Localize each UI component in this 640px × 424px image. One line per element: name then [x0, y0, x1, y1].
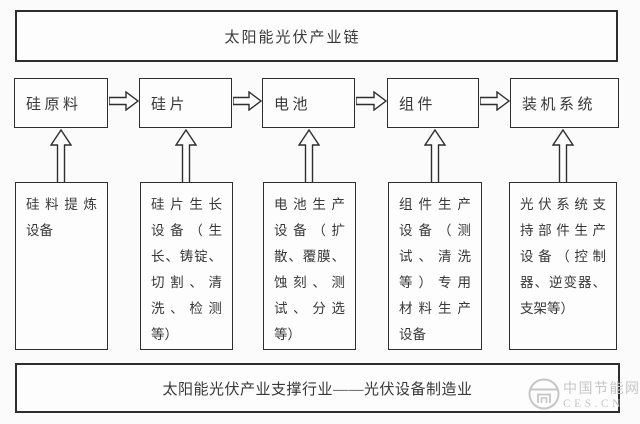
up-arrow-icon	[552, 129, 574, 184]
equipment-text-line: 蚀刻、测	[274, 275, 345, 290]
equipment-box-module-production: 组件生产设备（测试、清洗等）专用材料生产设备	[388, 182, 482, 350]
chain-stage-label: 组件	[399, 96, 437, 113]
chain-stage-box-wafer: 硅片	[139, 78, 232, 128]
equipment-text-line: 切割、清	[151, 275, 222, 290]
equipment-box-cell-production: 电池生产设备（扩散、覆膜、蚀刻、测试、分选等）	[263, 182, 356, 350]
chain-stage-box-silicon-material: 硅原料	[14, 78, 108, 128]
equipment-text-line: 设备（扩	[274, 223, 345, 238]
up-arrow-icon	[298, 129, 320, 184]
equipment-text-line: 设备	[399, 327, 426, 342]
equipment-text-line: 设备（控制	[520, 249, 606, 264]
equipment-text-line: 设备（测	[399, 223, 471, 238]
equipment-text-line: 材料生产	[399, 301, 471, 316]
equipment-text-line: 光伏系统支	[520, 197, 606, 212]
right-arrow-icon	[233, 91, 262, 111]
equipment-text-line: 设备（生	[151, 223, 222, 238]
equipment-text-line: 等）	[274, 327, 301, 342]
up-arrow-icon	[50, 129, 72, 184]
watermark-text: 中国节能网 CES.CN	[563, 381, 640, 411]
equipment-box-wafer-growth: 硅片生长设备（生长、铸锭、切割、清洗、检测等）	[140, 182, 233, 350]
equipment-text-line: 等）专用	[399, 275, 471, 290]
equipment-text-line: 器、逆变器、	[520, 275, 606, 290]
equipment-text-line: 长、铸锭、	[151, 249, 222, 264]
watermark-site-name: 中国节能网	[563, 381, 640, 397]
chain-stage-box-module: 组件	[387, 78, 479, 128]
equipment-text-line: 等）	[151, 327, 178, 342]
watermark-site-domain: CES.CN	[563, 397, 624, 410]
right-arrow-icon	[480, 91, 510, 111]
right-arrow-icon	[109, 91, 139, 111]
top-banner: 太阳能光伏产业链	[15, 10, 618, 62]
up-arrow-icon	[424, 129, 446, 184]
equipment-text-line: 硅料提炼	[26, 197, 97, 212]
equipment-text-line: 持部件生产	[520, 223, 606, 238]
equipment-text-line: 设备	[26, 223, 53, 238]
equipment-text-line: 散、覆膜、	[274, 249, 345, 264]
bottom-banner: 太阳能光伏产业支撑行业——光伏设备制造业	[15, 363, 620, 413]
chain-stage-box-installed-system: 装机系统	[510, 78, 619, 128]
chain-stage-box-cell: 电池	[262, 78, 355, 128]
watermark: 中国节能网 CES.CN	[527, 377, 640, 416]
up-arrow-icon	[175, 129, 197, 184]
diagram-title: 太阳能光伏产业链	[224, 29, 361, 46]
bottom-banner-title: 太阳能光伏产业支撑行业——光伏设备制造业	[162, 381, 473, 398]
equipment-text-line: 组件生产	[399, 197, 471, 212]
equipment-text-line: 支架等）	[520, 301, 574, 316]
chain-stage-label: 硅原料	[26, 96, 82, 113]
equipment-box-system-components: 光伏系统支持部件生产设备（控制器、逆变器、支架等）	[509, 182, 617, 350]
equipment-text-line: 洗、检测	[151, 301, 222, 316]
chain-stage-label: 装机系统	[522, 96, 597, 113]
chain-stage-label: 硅片	[151, 96, 189, 113]
equipment-text-line: 试、清洗	[399, 249, 471, 264]
right-arrow-icon	[356, 91, 387, 111]
equipment-text-line: 电池生产	[274, 197, 345, 212]
watermark-logo-icon	[527, 377, 561, 416]
chain-stage-label: 电池	[274, 96, 312, 113]
equipment-text-line: 硅片生长	[151, 197, 222, 212]
equipment-text-line: 试、分选	[274, 301, 345, 316]
equipment-box-silicon-refining: 硅料提炼设备	[15, 182, 108, 350]
